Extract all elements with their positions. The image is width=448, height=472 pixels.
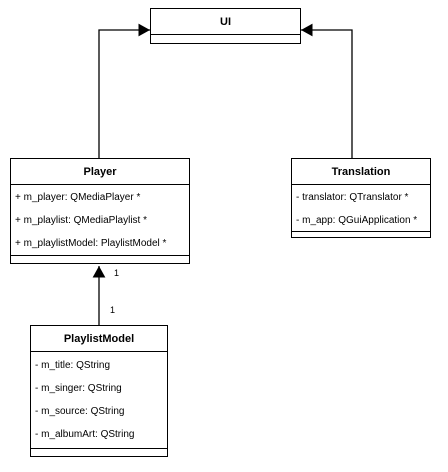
class-translation[interactable]: Translation - translator: QTranslator * …	[291, 158, 431, 238]
class-player-attributes: + m_player: QMediaPlayer * + m_playlist:…	[11, 185, 189, 256]
translation-attribute: - m_app: QGuiApplication *	[296, 215, 418, 226]
player-attribute: + m_player: QMediaPlayer *	[15, 192, 141, 203]
multiplicity-player-end: 1	[114, 268, 120, 278]
translation-attribute: - translator: QTranslator *	[296, 192, 409, 203]
class-player-name: Player	[11, 159, 189, 185]
multiplicity-playlistmodel-end: 1	[110, 305, 116, 315]
class-translation-name: Translation	[292, 159, 430, 185]
class-player[interactable]: Player + m_player: QMediaPlayer * + m_pl…	[10, 158, 190, 264]
class-ui-name: UI	[151, 9, 300, 35]
class-playlistmodel[interactable]: PlaylistModel - m_title: QString - m_sin…	[30, 325, 168, 457]
playlistmodel-attribute: - m_source: QString	[35, 406, 125, 417]
class-ui[interactable]: UI	[150, 8, 301, 44]
playlistmodel-attribute: - m_title: QString	[35, 360, 111, 371]
player-attribute: + m_playlistModel: PlaylistModel *	[15, 238, 167, 249]
class-playlistmodel-attributes: - m_title: QString - m_singer: QString -…	[31, 352, 167, 449]
class-translation-attributes: - translator: QTranslator * - m_app: QGu…	[292, 185, 430, 232]
playlistmodel-attribute: - m_albumArt: QString	[35, 429, 135, 440]
player-to-ui-edge	[98, 23, 150, 158]
class-playlistmodel-name: PlaylistModel	[31, 326, 167, 352]
player-attribute: + m_playlist: QMediaPlaylist *	[15, 215, 147, 226]
playlistmodel-attribute: - m_singer: QString	[35, 383, 122, 394]
translation-to-ui-edge	[301, 23, 353, 158]
